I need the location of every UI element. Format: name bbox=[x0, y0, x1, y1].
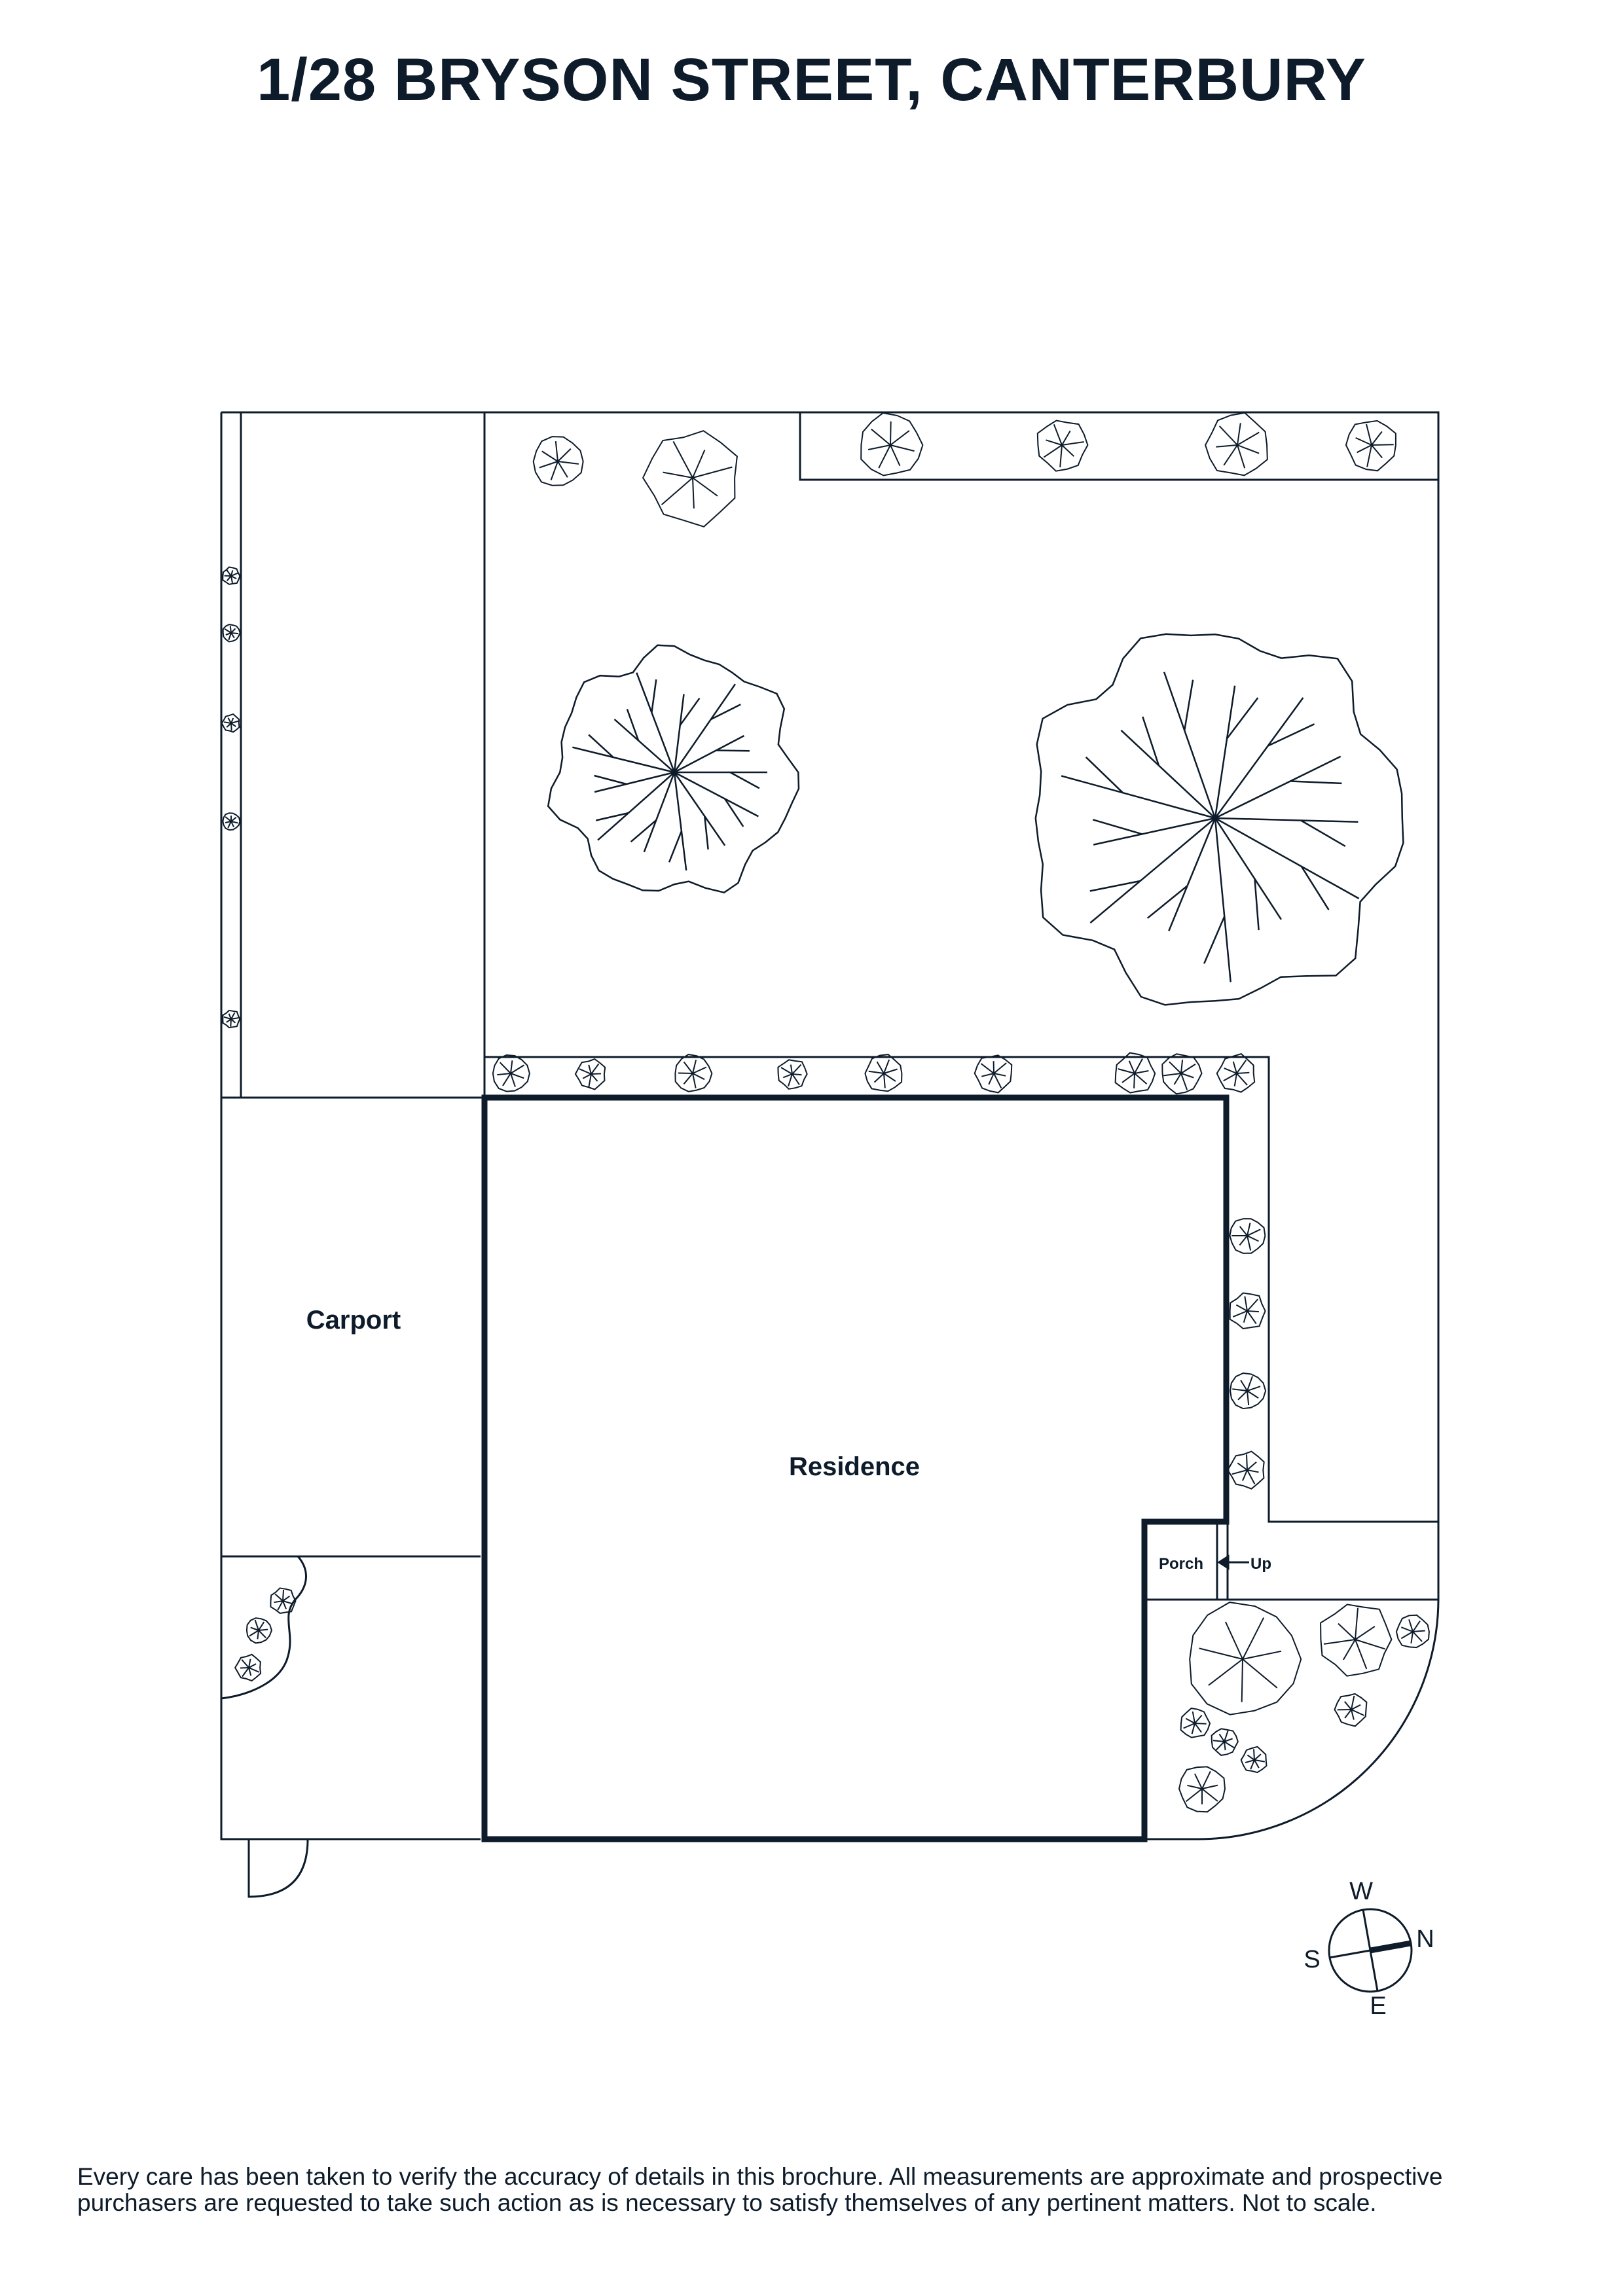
tree-icon bbox=[1320, 1604, 1393, 1677]
tree-icon bbox=[1036, 420, 1089, 472]
compass-west: W bbox=[1349, 1878, 1373, 1905]
tree-icon bbox=[1334, 1693, 1368, 1727]
tree-icon bbox=[1229, 1292, 1266, 1330]
tree-icon bbox=[1345, 420, 1396, 472]
tree-icon bbox=[221, 713, 240, 733]
tree-icon bbox=[1227, 1450, 1265, 1490]
tree-icon bbox=[1189, 1602, 1302, 1715]
tree-icon bbox=[492, 1054, 530, 1092]
tree-icon bbox=[777, 1059, 808, 1090]
tree-icon bbox=[864, 1054, 903, 1092]
residence-outline bbox=[481, 1094, 1230, 1842]
tree-icon bbox=[974, 1054, 1013, 1094]
tree-icon bbox=[674, 1053, 713, 1092]
tree-icon bbox=[1216, 1052, 1256, 1093]
tree-icon bbox=[1229, 1218, 1266, 1254]
tree-icon bbox=[1205, 412, 1268, 476]
tree-icon bbox=[222, 812, 241, 831]
tree-icon bbox=[1161, 1053, 1203, 1095]
tree-icon bbox=[1178, 1766, 1226, 1813]
trees bbox=[221, 412, 1430, 1813]
compass-icon: W N S E bbox=[1304, 1878, 1434, 2020]
compass-south: S bbox=[1304, 1946, 1320, 1973]
disclaimer-line-1: Every care has been taken to verify the … bbox=[77, 2163, 1443, 2190]
tree-icon bbox=[234, 1653, 262, 1682]
tree-icon bbox=[1180, 1707, 1211, 1738]
carport-label: Carport bbox=[306, 1306, 401, 1335]
porch-label: Porch bbox=[1159, 1555, 1203, 1573]
disclaimer-line-2: purchasers are requested to take such ac… bbox=[77, 2189, 1377, 2216]
tree-icon bbox=[222, 1009, 241, 1029]
page-title: 1/28 BRYSON STREET, CANTERBURY bbox=[257, 46, 1366, 113]
tree-icon bbox=[270, 1587, 297, 1614]
tree-icon bbox=[1230, 1372, 1267, 1410]
boundary-lines bbox=[220, 411, 1440, 1898]
disclaimer: Every care has been taken to verify the … bbox=[77, 2164, 1557, 2216]
up-label: Up bbox=[1250, 1555, 1271, 1573]
tree-icon bbox=[1240, 1746, 1267, 1774]
tree-icon bbox=[532, 436, 584, 486]
tree-icon bbox=[222, 624, 241, 643]
tree-icon bbox=[1211, 1728, 1239, 1756]
tree-icon bbox=[574, 1058, 606, 1090]
tree-icon bbox=[1034, 633, 1404, 1006]
tree-icon bbox=[1395, 1614, 1430, 1649]
compass-north: N bbox=[1416, 1926, 1434, 1953]
tree-icon bbox=[642, 430, 738, 528]
tree-icon bbox=[860, 412, 924, 476]
tree-icon bbox=[1114, 1052, 1156, 1094]
residence-label: Residence bbox=[789, 1452, 920, 1481]
compass-east: E bbox=[1370, 1992, 1386, 2020]
tree-icon bbox=[547, 644, 800, 894]
tree-icon bbox=[246, 1617, 272, 1644]
tree-icon bbox=[222, 566, 241, 585]
